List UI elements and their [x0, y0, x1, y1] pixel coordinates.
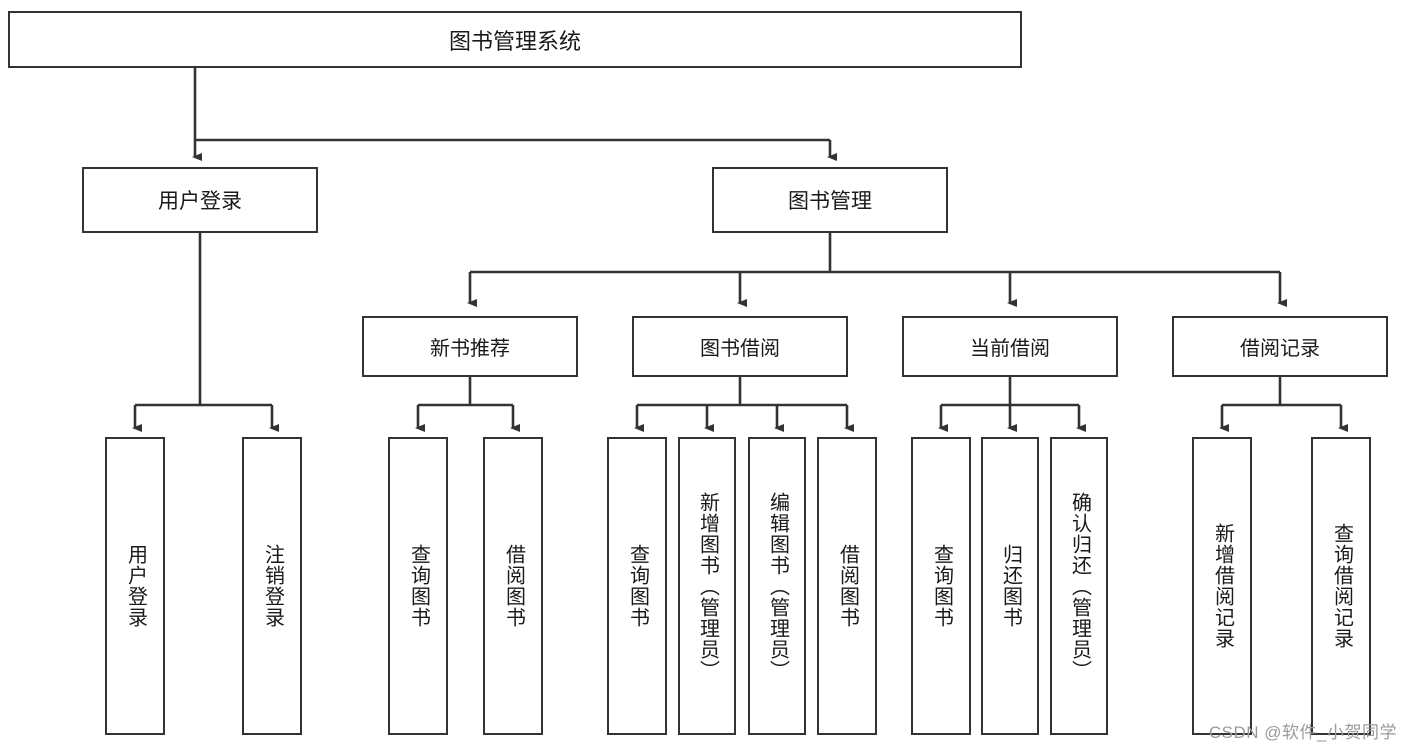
node-label: 当前借阅 — [970, 338, 1050, 360]
node-label: 新书推荐 — [430, 338, 510, 360]
watermark: CSDN @软件_小贺同学 — [1208, 723, 1397, 742]
node-leaf-logout[interactable]: 注销登录 — [242, 437, 302, 735]
node-label: 归还图书 — [999, 544, 1022, 628]
node-leaf-add-borrow-record[interactable]: 新增借阅记录 — [1192, 437, 1252, 735]
node-book-management[interactable]: 图书管理 — [712, 167, 948, 233]
node-new-book-recommend[interactable]: 新书推荐 — [362, 316, 578, 377]
node-borrow-record[interactable]: 借阅记录 — [1172, 316, 1388, 377]
node-label: 图书管理 — [788, 190, 872, 213]
node-label: 图书管理系统 — [448, 28, 581, 54]
node-label: 用户登录 — [124, 544, 147, 628]
node-leaf-query-book-borrow[interactable]: 查询图书 — [607, 437, 667, 735]
node-label: 查询借阅记录 — [1330, 523, 1353, 649]
node-leaf-query-book-current[interactable]: 查询图书 — [911, 437, 971, 735]
node-leaf-borrow-book-recommend[interactable]: 借阅图书 — [483, 437, 543, 735]
node-label: 借阅图书 — [502, 544, 525, 628]
node-leaf-borrow-book[interactable]: 借阅图书 — [817, 437, 877, 735]
node-leaf-confirm-return-admin[interactable]: 确认归还（管理员） — [1050, 437, 1108, 735]
node-label: 查询图书 — [930, 544, 953, 628]
node-leaf-query-borrow-record[interactable]: 查询借阅记录 — [1311, 437, 1371, 735]
node-label: 确认归还（管理员） — [1068, 491, 1091, 681]
node-label: 编辑图书（管理员） — [766, 491, 789, 681]
node-book-borrow[interactable]: 图书借阅 — [632, 316, 848, 377]
node-label: 图书借阅 — [700, 338, 780, 360]
node-label: 注销登录 — [261, 544, 284, 628]
node-current-borrow[interactable]: 当前借阅 — [902, 316, 1118, 377]
node-leaf-add-book-admin[interactable]: 新增图书（管理员） — [678, 437, 736, 735]
node-label: 用户登录 — [158, 190, 242, 213]
node-label: 借阅图书 — [836, 544, 859, 628]
node-leaf-edit-book-admin[interactable]: 编辑图书（管理员） — [748, 437, 806, 735]
node-label: 借阅记录 — [1240, 338, 1320, 360]
node-leaf-query-book-recommend[interactable]: 查询图书 — [388, 437, 448, 735]
node-root-system[interactable]: 图书管理系统 — [8, 11, 1022, 68]
node-leaf-user-login[interactable]: 用户登录 — [105, 437, 165, 735]
node-label: 新增图书（管理员） — [696, 491, 719, 681]
node-label: 查询图书 — [407, 544, 430, 628]
node-label: 查询图书 — [626, 544, 649, 628]
node-leaf-return-book[interactable]: 归还图书 — [981, 437, 1039, 735]
node-label: 新增借阅记录 — [1211, 523, 1234, 649]
node-user-login[interactable]: 用户登录 — [82, 167, 318, 233]
